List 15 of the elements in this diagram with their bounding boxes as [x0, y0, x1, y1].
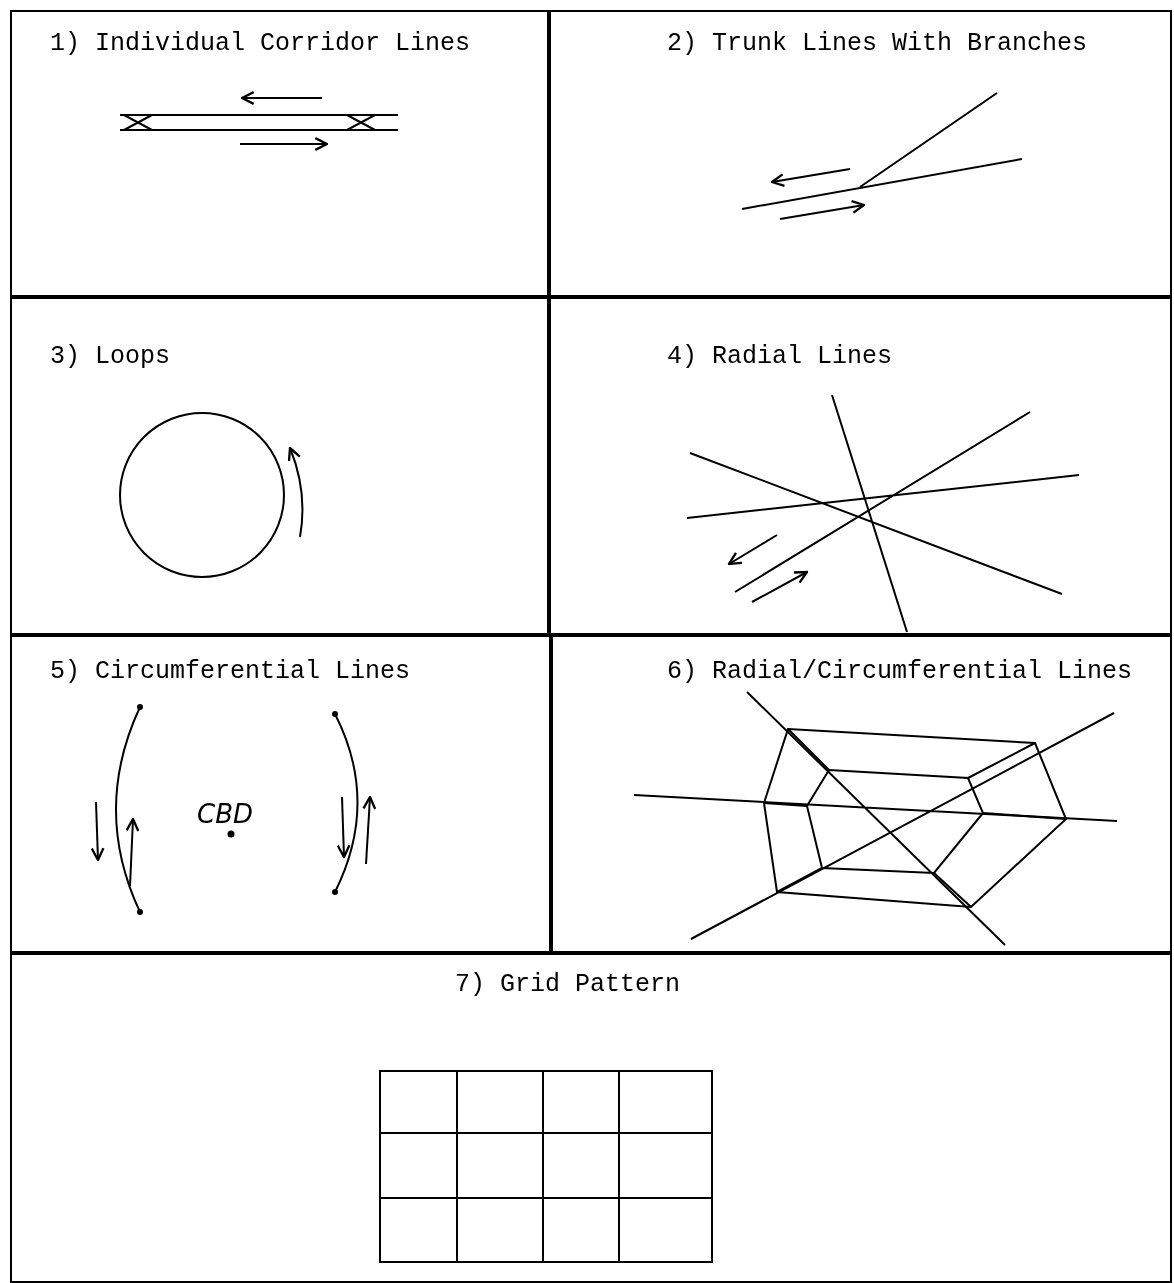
diagram-panel [10, 635, 551, 953]
diagram-panel [10, 297, 549, 635]
diagram-panel [10, 953, 1172, 1283]
panel-heading: 6) Radial/Circumferential Lines [667, 657, 1133, 687]
panel-heading: 4) Radial Lines [667, 342, 893, 372]
panel-heading: 2) Trunk Lines With Branches [667, 29, 1088, 59]
panel-heading: 3) Loops [50, 342, 171, 372]
panel-heading: 7) Grid Pattern [455, 970, 681, 1000]
panel-heading: 1) Individual Corridor Lines [50, 29, 471, 59]
diagram-panel [549, 297, 1172, 635]
cbd-label: CBD [197, 799, 253, 829]
diagram-panel [10, 10, 549, 297]
diagram-panel [551, 635, 1172, 953]
diagram-panel [549, 10, 1172, 297]
panel-heading: 5) Circumferential Lines [50, 657, 411, 687]
